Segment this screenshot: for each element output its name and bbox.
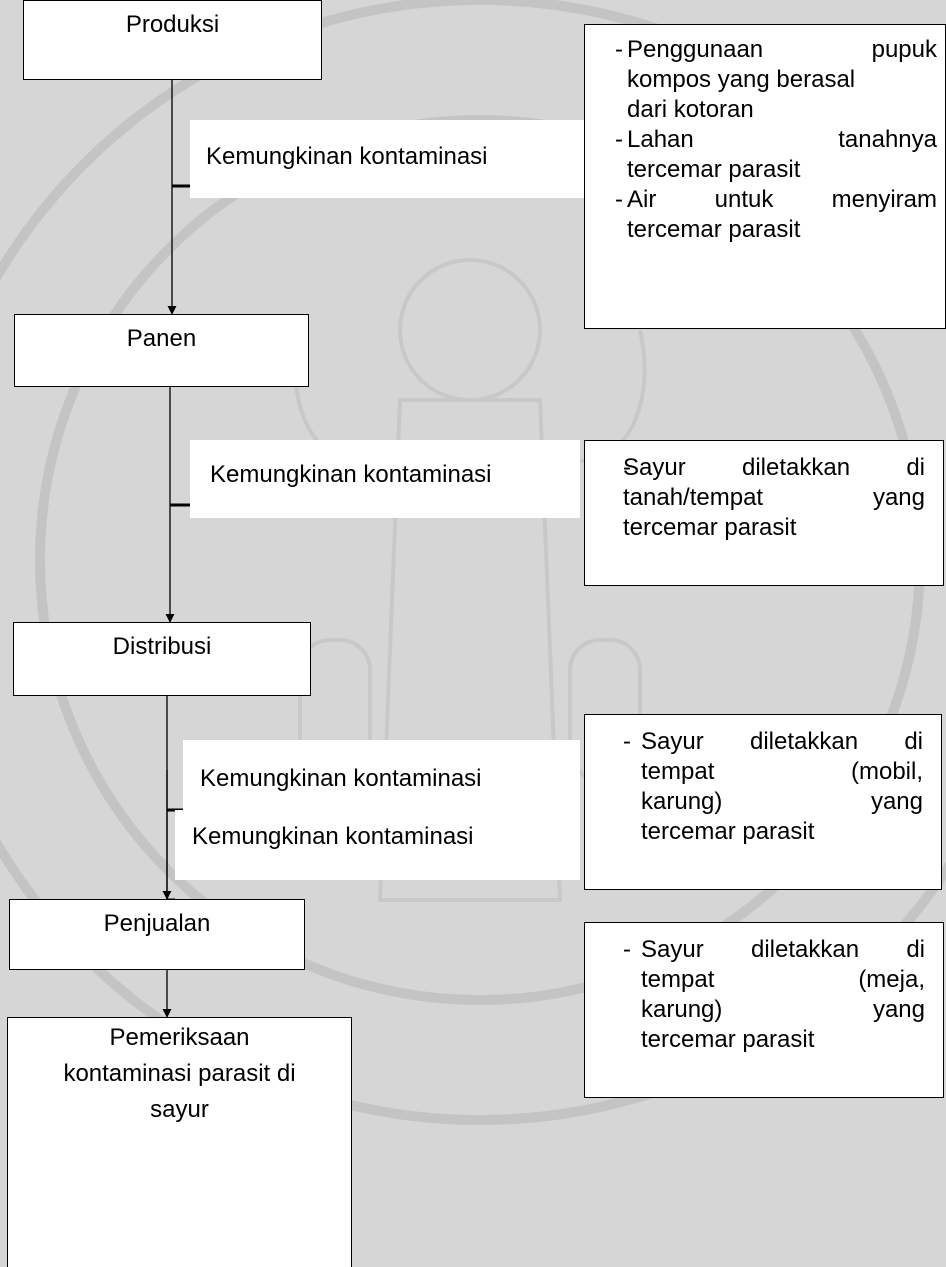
bullet-dash: - <box>615 36 623 63</box>
contamination-label-4: Kemungkinan kontaminasi <box>175 810 580 880</box>
note-word: Sayur <box>623 454 686 481</box>
note-word: menyiram <box>831 186 937 213</box>
stage-label: Distribusi <box>112 633 212 660</box>
note-item: - Sayur diletakkan di tempat (mobil, karung… <box>623 727 923 847</box>
stage-pemeriksaan: Pemeriksaan kontaminasi parasit di sayur <box>7 1017 352 1267</box>
note-box-distribusi: - Sayur diletakkan di tempat (mobil, karung… <box>584 714 942 890</box>
bullet-dash: - <box>615 126 623 153</box>
final-line: Pemeriksaan <box>109 1024 250 1051</box>
final-line: sayur <box>150 1096 209 1123</box>
stage-label: Produksi <box>125 11 220 38</box>
contamination-label-3: Kemungkinan kontaminasi <box>183 740 580 822</box>
note-line: tercemar parasit <box>623 514 797 541</box>
note-word: tempat <box>641 966 715 993</box>
contamination-label-2: Kemungkinan kontaminasi <box>190 440 580 518</box>
note-word: karung) <box>641 996 723 1023</box>
note-word: di <box>906 936 925 963</box>
note-word: Sayur <box>641 728 704 755</box>
note-word: Air <box>627 186 657 213</box>
note-word: tanahnya <box>838 126 937 153</box>
final-line: kontaminasi parasit di <box>63 1060 296 1087</box>
contamination-label-1: Kemungkinan kontaminasi <box>190 120 585 198</box>
note-item: - Lahan tanahnya tercemar parasit <box>615 125 937 185</box>
note-line: tercemar parasit <box>641 1026 815 1053</box>
note-word: (meja, <box>858 966 925 993</box>
note-box-panen: - Sayur diletakkan di tanah/tempat yang ter… <box>584 440 944 586</box>
note-word: Lahan <box>627 126 694 153</box>
bullet-dash: - <box>623 454 631 481</box>
note-word: diletakkan <box>741 454 851 481</box>
note-word: di <box>904 728 923 755</box>
note-word: yang <box>872 996 925 1023</box>
note-line: kompos yang berasal <box>627 66 856 93</box>
note-word: untuk <box>714 186 774 213</box>
bullet-dash: - <box>615 186 623 213</box>
stage-label: Penjualan <box>103 910 211 937</box>
note-item: - Sayur diletakkan di tempat (meja, karung)… <box>623 935 925 1055</box>
note-word: diletakkan <box>749 728 859 755</box>
note-word: tempat <box>641 758 715 785</box>
note-item: - Penggunaan pupuk kompos yang berasal da… <box>615 35 937 125</box>
note-line: tercemar parasit <box>641 818 815 845</box>
note-line: dari kotoran <box>627 96 754 123</box>
note-word: Penggunaan <box>627 36 764 63</box>
note-word: yang <box>870 788 923 815</box>
note-word: diletakkan <box>750 936 860 963</box>
note-word: karung) <box>641 788 723 815</box>
stage-produksi: Produksi <box>23 0 322 80</box>
bullet-dash: - <box>623 936 631 963</box>
note-box-produksi: - Penggunaan pupuk kompos yang berasal da… <box>584 24 946 329</box>
note-word: (mobil, <box>850 758 923 785</box>
stage-panen: Panen <box>14 314 309 387</box>
note-box-penjualan: - Sayur diletakkan di tempat (meja, karung)… <box>584 922 944 1098</box>
bullet-dash: - <box>623 728 631 755</box>
stage-penjualan: Penjualan <box>9 899 305 970</box>
note-item: - Sayur diletakkan di tanah/tempat yang ter… <box>623 453 925 543</box>
note-item: - Air untuk menyiram tercemar parasit <box>615 185 937 245</box>
note-line: tercemar parasit <box>627 156 801 183</box>
stage-label: Panen <box>126 325 197 352</box>
note-word: tanah/tempat <box>623 484 764 511</box>
note-word: pupuk <box>871 36 937 63</box>
note-word: di <box>906 454 925 481</box>
note-word: yang <box>872 484 925 511</box>
stage-distribusi: Distribusi <box>13 622 311 696</box>
note-line: tercemar parasit <box>627 216 801 243</box>
note-word: Sayur <box>641 936 704 963</box>
